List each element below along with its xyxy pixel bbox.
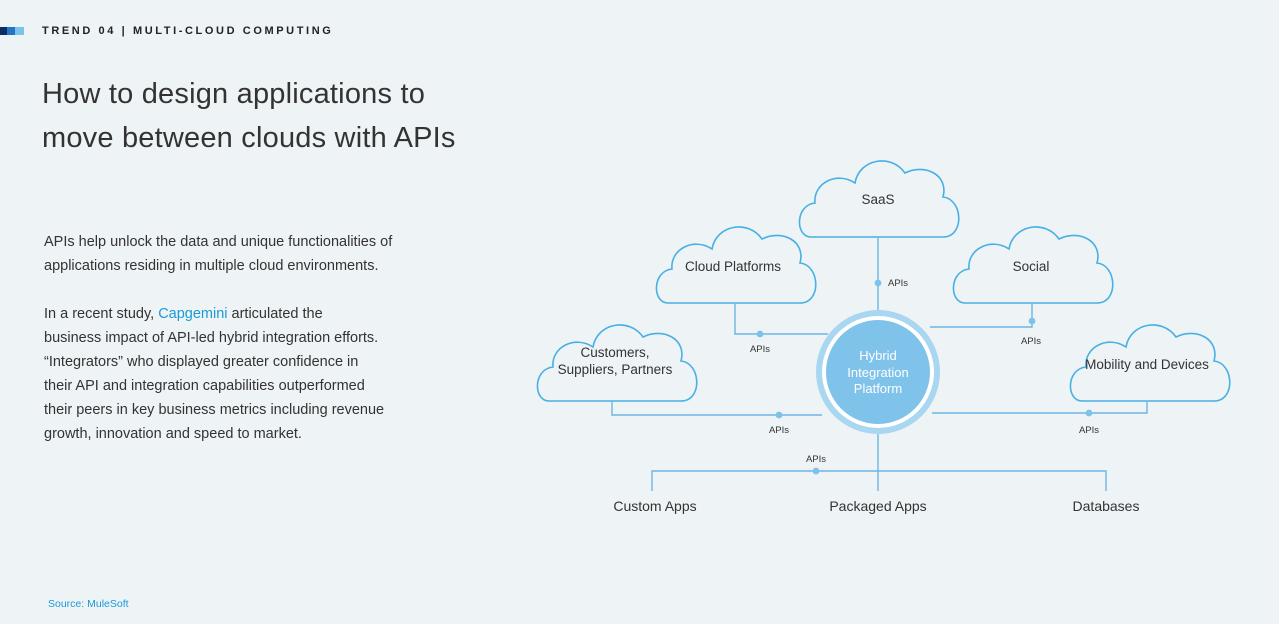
customers-label: Customers,	[580, 345, 649, 360]
study-lead: In a recent study,	[44, 306, 159, 322]
capgemini-link[interactable]: Capgemini	[158, 306, 228, 322]
title-line-2: move between clouds with APIs	[42, 122, 456, 154]
social-label: Social	[1013, 259, 1050, 274]
api-dot	[775, 411, 783, 419]
connector-lines	[611, 238, 1148, 491]
study-paragraph: In a recent study, Capgemini articulated…	[44, 302, 454, 446]
study-line: business impact of API-led hybrid integr…	[44, 330, 379, 346]
api-dot	[874, 279, 882, 287]
api-labels: APIs APIs APIs APIs APIs APIs	[750, 278, 1099, 465]
hub-label: Hybrid	[859, 348, 897, 363]
cloud-platforms-label: Cloud Platforms	[685, 259, 781, 274]
customers-connector	[611, 402, 822, 416]
intro-paragraph: APIs help unlock the data and unique fun…	[44, 230, 454, 278]
study-line: growth, innovation and speed to market.	[44, 426, 302, 442]
source-note: Source: MuleSoft	[48, 598, 129, 610]
intro-line: APIs help unlock the data and unique fun…	[44, 234, 393, 250]
endpoint-labels: Custom Apps Packaged Apps Databases	[613, 498, 1139, 514]
study-line: “Integrators” who displayed greater conf…	[44, 354, 359, 370]
hub-label: Integration	[847, 365, 908, 380]
cloud-labels: SaaS Cloud Platforms Social Customers, S…	[558, 192, 1210, 377]
mark-light	[15, 27, 24, 35]
hub: Hybrid Integration Platform	[816, 310, 940, 434]
hub-label: Platform	[854, 381, 902, 396]
social-connector	[930, 304, 1033, 328]
customers-label: Suppliers, Partners	[558, 362, 673, 377]
study-line: their peers in key business metrics incl…	[44, 402, 385, 418]
trend-label: TREND 04 | MULTI-CLOUD COMPUTING	[42, 25, 334, 37]
api-dots	[756, 279, 1093, 475]
api-label: APIs	[888, 278, 908, 289]
header: TREND 04 | MULTI-CLOUD COMPUTING	[0, 24, 333, 38]
hub-core	[826, 320, 930, 424]
api-dot	[756, 330, 764, 338]
api-label: APIs	[1079, 425, 1099, 436]
study-line: their API and integration capabilities o…	[44, 378, 365, 394]
api-dot	[812, 467, 820, 475]
api-label: APIs	[750, 344, 770, 355]
mark-dark	[0, 27, 7, 35]
packaged-apps-label: Packaged Apps	[829, 498, 926, 514]
page-title: How to design applications to move betwe…	[42, 72, 502, 160]
study-tail: articulated the	[227, 306, 323, 322]
api-dot	[1028, 317, 1036, 325]
study-line-first: In a recent study, Capgemini articulated…	[44, 302, 454, 326]
cloud-platforms-connector	[734, 304, 828, 335]
title-line-1: How to design applications to	[42, 78, 426, 110]
brand-marks	[0, 27, 24, 35]
databases-label: Databases	[1073, 498, 1140, 514]
custom-apps-label: Custom Apps	[613, 498, 696, 514]
api-label: APIs	[806, 454, 826, 465]
endpoints-bus	[651, 470, 1107, 491]
mobility-connector	[932, 402, 1148, 414]
mark-mid	[7, 27, 15, 35]
saas-label: SaaS	[861, 192, 894, 207]
api-dot	[1085, 409, 1093, 417]
intro-line: applications residing in multiple cloud …	[44, 258, 379, 274]
api-label: APIs	[769, 425, 789, 436]
mobility-label: Mobility and Devices	[1085, 357, 1209, 372]
api-label: APIs	[1021, 336, 1041, 347]
